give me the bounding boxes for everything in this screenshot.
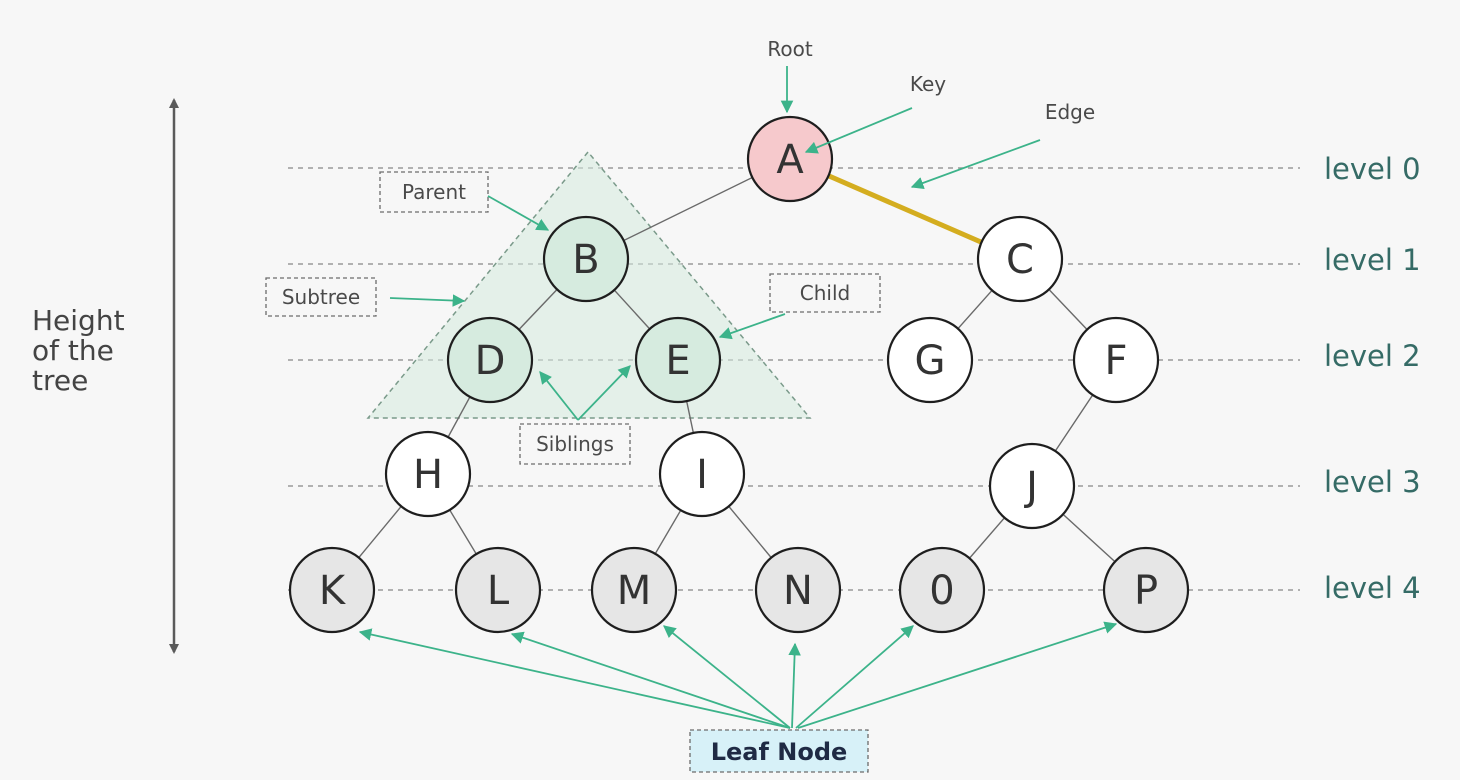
node-l-label: L (487, 568, 510, 614)
node-o: 0 (898, 546, 986, 634)
leaf-node-box (689, 729, 869, 773)
node-h-circle (384, 430, 472, 518)
level-4-label: level 4 (1324, 571, 1421, 605)
node-a: A (746, 115, 834, 203)
node-k-circle (288, 546, 376, 634)
leaf-arrow-l (510, 631, 791, 729)
annotation-boxes: Parent Subtree Child Siblings Leaf Node … (265, 37, 1095, 773)
nodes-layer: A B C D E G F H I J K L M N 0 P (288, 115, 1190, 634)
node-p-circle (1102, 546, 1190, 634)
node-d-label: D (475, 338, 506, 384)
level-3-label: level 3 (1324, 465, 1421, 499)
node-c-circle (976, 215, 1064, 303)
node-j-label: J (1023, 464, 1038, 510)
node-n-label: N (783, 568, 813, 614)
siblings-arrow-left (539, 371, 579, 421)
subtree-arrow (389, 294, 466, 307)
siblings-box (519, 423, 631, 465)
node-p-label: P (1134, 568, 1158, 614)
root-label: Root (767, 37, 812, 61)
node-p: P (1102, 546, 1190, 634)
key-label: Key (910, 72, 946, 96)
node-i-label: I (696, 452, 708, 498)
node-i-circle (658, 430, 746, 518)
leaf-arrow-k (358, 628, 791, 729)
node-f: F (1072, 316, 1160, 404)
node-k: K (288, 546, 376, 634)
node-h-label: H (413, 452, 443, 498)
node-n: N (754, 546, 842, 634)
edge-arrow (910, 139, 1041, 190)
parent-label: Parent (402, 180, 466, 204)
node-c-label: C (1006, 237, 1034, 283)
edge-label: Edge (1045, 100, 1095, 124)
node-e-circle (634, 316, 722, 404)
height-label-line-2: of the (32, 334, 114, 367)
node-e-label: E (665, 338, 690, 384)
siblings-label: Siblings (536, 432, 614, 456)
node-f-label: F (1104, 338, 1127, 384)
parent-arrow (487, 195, 550, 231)
node-d-circle (446, 316, 534, 404)
node-m: M (590, 546, 678, 634)
height-label-line-3: tree (32, 364, 88, 397)
leaf-node-label: Leaf Node (711, 738, 848, 766)
node-a-circle (746, 115, 834, 203)
node-k-label: K (319, 568, 347, 614)
node-b: B (542, 215, 630, 303)
node-i: I (658, 430, 746, 518)
node-l: L (454, 546, 542, 634)
node-f-circle (1072, 316, 1160, 404)
child-arrow (718, 313, 786, 340)
leaf-arrow-n (788, 642, 801, 729)
node-m-label: M (617, 568, 652, 614)
parent-box (379, 171, 489, 213)
node-o-label: 0 (929, 568, 954, 614)
leaf-arrow-p (797, 621, 1118, 729)
node-b-circle (542, 215, 630, 303)
node-g-label: G (915, 338, 946, 384)
leaf-arrow-o (795, 625, 914, 729)
node-o-circle (898, 546, 986, 634)
level-1-label: level 1 (1324, 243, 1421, 277)
node-j: J (988, 442, 1076, 530)
node-l-circle (454, 546, 542, 634)
node-e: E (634, 316, 722, 404)
node-a-label: A (776, 137, 804, 183)
annotation-arrows (358, 66, 1118, 729)
node-g: G (886, 316, 974, 404)
subtree-label: Subtree (282, 285, 360, 309)
node-b-label: B (572, 237, 599, 283)
child-box (769, 273, 881, 313)
node-c: C (976, 215, 1064, 303)
node-m-circle (590, 546, 678, 634)
node-d: D (446, 316, 534, 404)
height-label-line-1: Height (32, 304, 125, 337)
node-j-circle (988, 442, 1076, 530)
node-n-circle (754, 546, 842, 634)
node-h: H (384, 430, 472, 518)
siblings-arrow-right (577, 365, 631, 421)
level-0-label: level 0 (1324, 152, 1421, 186)
leaf-arrow-m (663, 625, 791, 729)
child-label: Child (800, 281, 850, 305)
subtree-box (265, 277, 377, 317)
level-2-label: level 2 (1324, 339, 1421, 373)
node-g-circle (886, 316, 974, 404)
key-arrow (804, 107, 913, 154)
